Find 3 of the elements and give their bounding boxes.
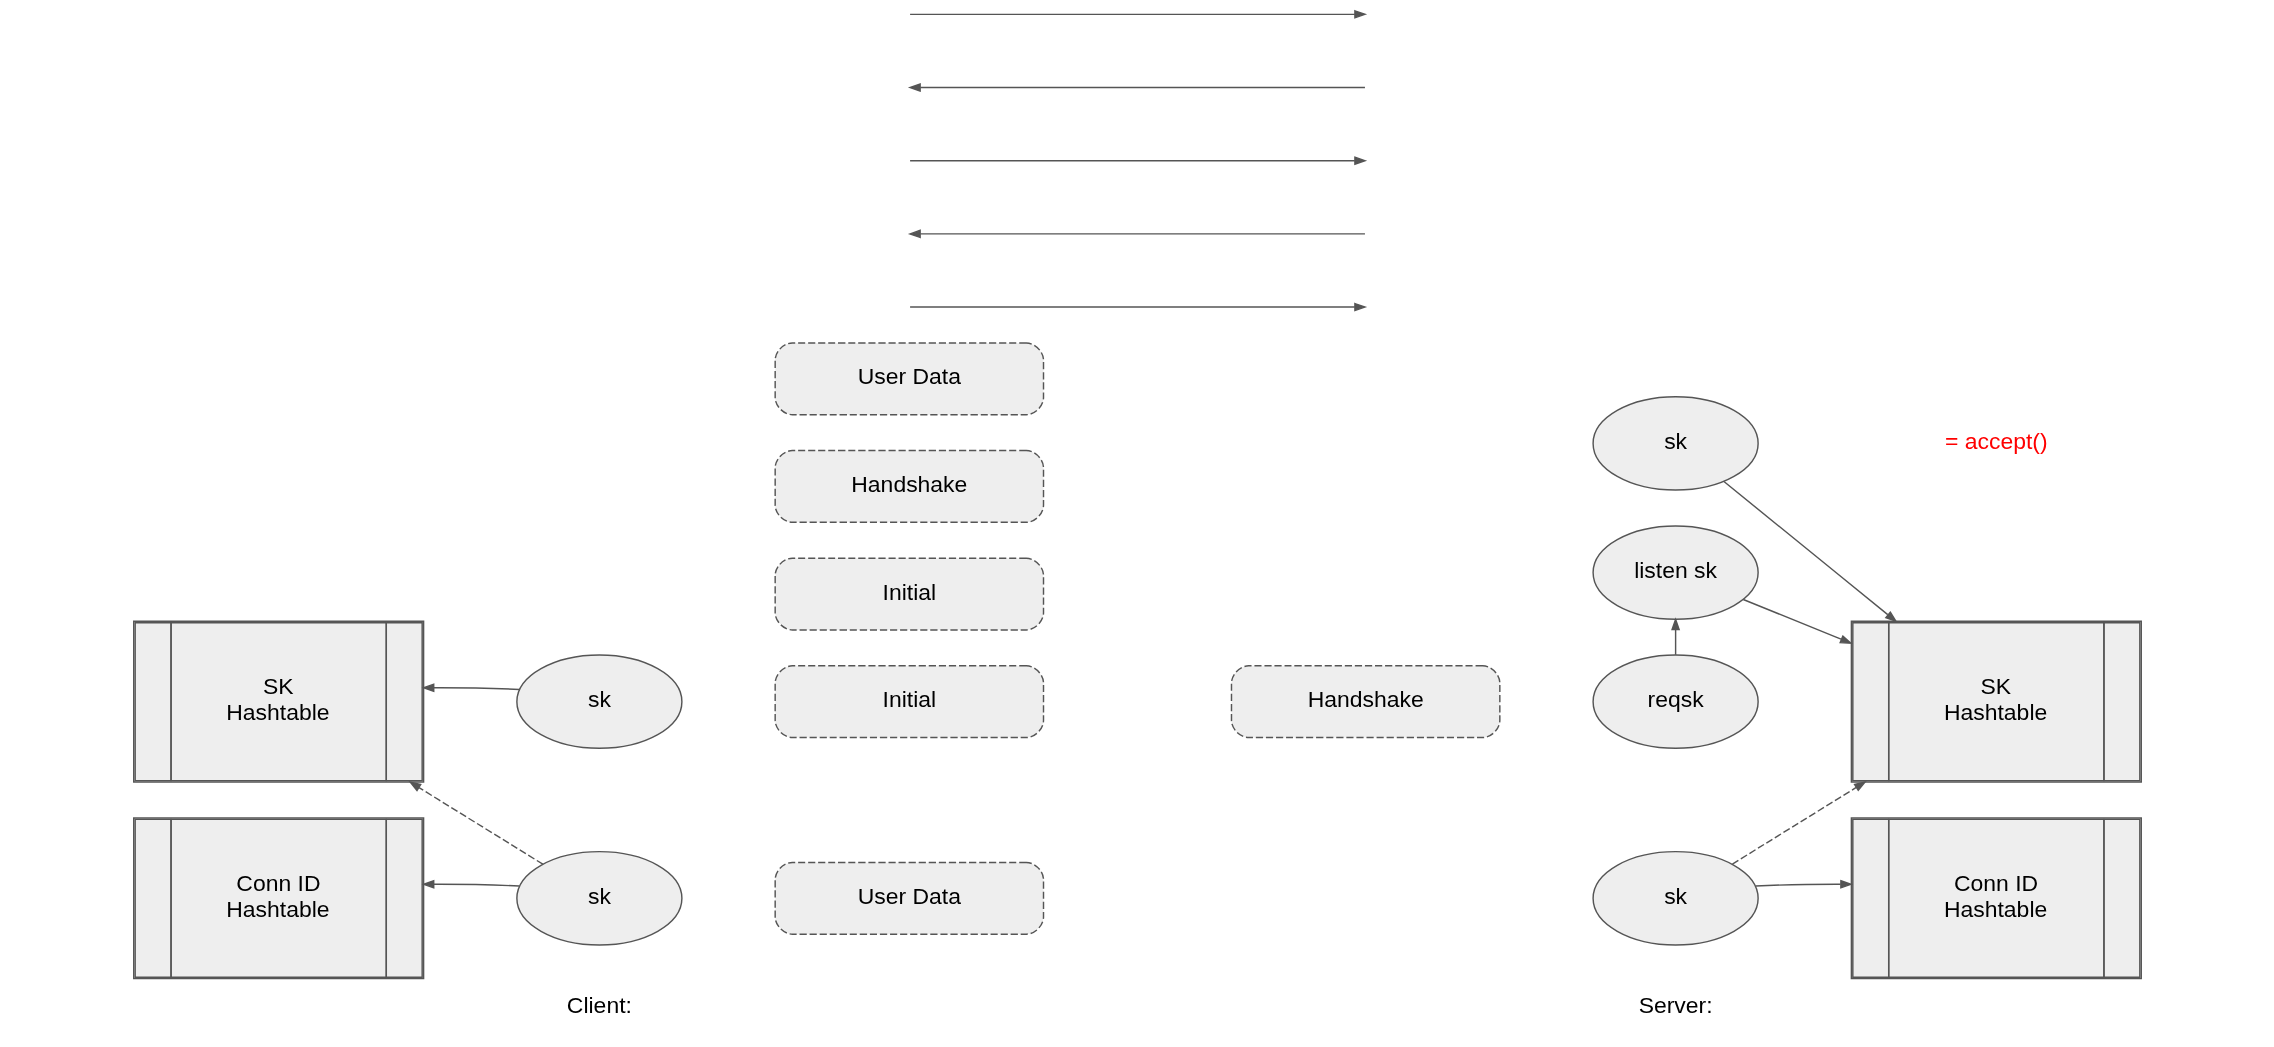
label: Server: [1638, 991, 1713, 1018]
label: Client: [566, 991, 632, 1018]
label: = accept() [1944, 427, 2048, 454]
